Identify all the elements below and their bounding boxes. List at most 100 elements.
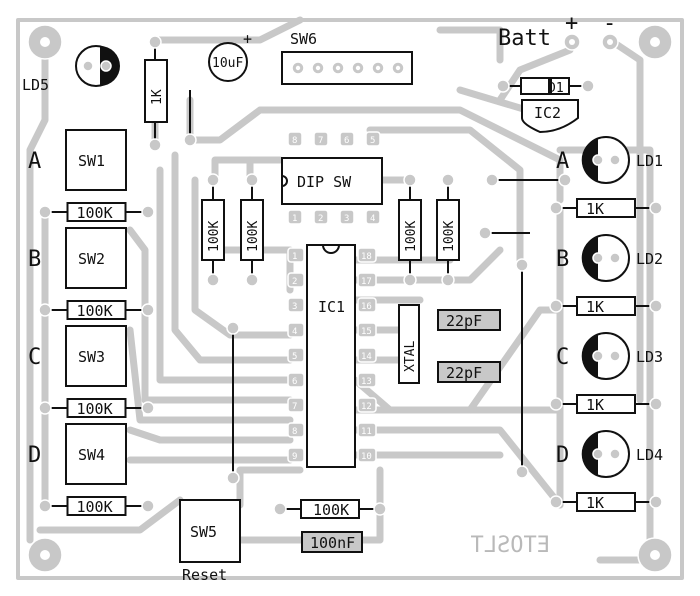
- led-letter: B: [556, 247, 569, 272]
- ic1-label: IC1: [318, 298, 345, 316]
- resistor-100k-vertical: 100K: [436, 173, 460, 287]
- dip-label: DIP SW: [297, 173, 352, 191]
- led-resistor-label: 1K: [586, 396, 604, 414]
- copper-traces: [16, 16, 684, 580]
- led-resistor-label: 1K: [586, 494, 604, 512]
- resistor-bottom: 100K: [273, 499, 387, 519]
- dip-pin-top: 7: [318, 136, 323, 146]
- switch-letter: D: [28, 443, 41, 468]
- ic1-pin-right: 14: [361, 352, 372, 362]
- ic1-pin-right: 15: [361, 327, 372, 337]
- dip-pin-bottom: 3: [344, 214, 349, 224]
- dip-pin-top: 5: [370, 136, 375, 146]
- cap-22pf-1: 22pF: [437, 309, 501, 331]
- switch-resistor: 100K: [38, 496, 155, 516]
- led-letter: A: [556, 149, 569, 174]
- sw6-label: SW6: [290, 30, 317, 48]
- ic1-pin-right: 11: [361, 427, 372, 437]
- switch-resistor-label: 100K: [77, 204, 113, 222]
- switch-name: SW2: [78, 250, 105, 268]
- sw5-label: SW5: [190, 523, 217, 541]
- dip-pin-bottom: 1: [292, 214, 297, 224]
- led-group-a: A LD1 1K: [549, 136, 663, 218]
- r-ld5-label: 1K: [150, 89, 165, 105]
- led-name: LD1: [636, 152, 663, 170]
- led-ld5: LD5: [22, 45, 120, 94]
- led-name: LD3: [636, 348, 663, 366]
- switch-resistor: 100K: [38, 398, 155, 418]
- resistor-100k-vertical: 100K: [240, 173, 264, 287]
- vres-label: 100K: [442, 221, 457, 252]
- mounting-holes: [27, 24, 673, 573]
- switch-group-c: C SW3 100K: [28, 325, 155, 418]
- led-resistor: 1K: [549, 394, 663, 414]
- jumper-wires: [226, 173, 572, 485]
- battery-terminals: Batt + -: [498, 11, 619, 51]
- ic1-pin-left: 8: [292, 427, 297, 437]
- xtal-label: XTAL: [403, 341, 418, 372]
- switch-group-a: A SW1 100K: [28, 129, 155, 222]
- switch-resistor: 100K: [38, 300, 155, 320]
- led-group-c: C LD3 1K: [549, 332, 663, 414]
- regulator-ic2: IC2: [521, 99, 579, 134]
- switch-resistor-label: 100K: [77, 498, 113, 516]
- vres-label: 100K: [404, 221, 419, 252]
- switch-resistor: 100K: [38, 202, 155, 222]
- ic1-pin-left: 3: [292, 302, 297, 312]
- switch-name: SW3: [78, 348, 105, 366]
- resistor-ld5: 1K: [144, 35, 168, 152]
- led-resistor-label: 1K: [586, 298, 604, 316]
- led-resistor: 1K: [549, 492, 663, 512]
- ic1-pin-left: 1: [292, 252, 297, 262]
- batt-plus: +: [565, 11, 578, 36]
- led-name: LD2: [636, 250, 663, 268]
- led-name: LD4: [636, 446, 663, 464]
- crystal-xtal: XTAL: [398, 304, 420, 384]
- cap100n-label: 100nF: [310, 534, 355, 552]
- ic1-pin-left: 5: [292, 352, 297, 362]
- cap10-label: 10uF: [212, 56, 243, 71]
- resistor-100k-vertical: 100K: [398, 173, 422, 287]
- ic1-pin-right: 17: [361, 277, 372, 287]
- ic1-pin-right: 10: [361, 452, 372, 462]
- switch-letter: B: [28, 247, 41, 272]
- ic1-pin-right: 18: [361, 252, 372, 262]
- ic1-pin-left: 6: [292, 377, 297, 387]
- batt-minus: -: [603, 11, 616, 36]
- switch-letter: A: [28, 149, 41, 174]
- r-bottom-label: 100K: [313, 501, 349, 519]
- led-resistor-label: 1K: [586, 200, 604, 218]
- ic2-label: IC2: [534, 104, 561, 122]
- switch-letter: C: [28, 345, 41, 370]
- led-letter: C: [556, 345, 569, 370]
- header-sw6: SW6: [281, 30, 413, 85]
- ic1-pin-left: 9: [292, 452, 297, 462]
- cap-22pf-2: 22pF: [437, 361, 501, 383]
- ld5-label: LD5: [22, 76, 49, 94]
- ic1-pin-right: 16: [361, 302, 372, 312]
- cap22-2-label: 22pF: [446, 364, 482, 382]
- ic1-pin-right: 12: [361, 402, 372, 412]
- board-code: ETOSLT: [471, 533, 550, 558]
- dip-pin-bottom: 2: [318, 214, 323, 224]
- vres-label: 100K: [246, 221, 261, 252]
- ic1-pin-left: 7: [292, 402, 297, 412]
- led-resistor: 1K: [549, 296, 663, 316]
- sw5-caption: Reset: [182, 566, 227, 584]
- cap-10uf: 10uF +: [183, 30, 252, 147]
- switch-name: SW1: [78, 152, 105, 170]
- ic1-pin-left: 2: [292, 277, 297, 287]
- led-resistor: 1K: [549, 198, 663, 218]
- dip-pin-top: 8: [292, 136, 297, 146]
- led-letter: D: [556, 443, 569, 468]
- led-group-b: B LD2 1K: [549, 234, 663, 316]
- cap-100nf: 100nF: [301, 531, 363, 553]
- switch-group-b: B SW2 100K: [28, 227, 155, 320]
- ic1-pin-right: 13: [361, 377, 372, 387]
- cap22-1-label: 22pF: [446, 312, 482, 330]
